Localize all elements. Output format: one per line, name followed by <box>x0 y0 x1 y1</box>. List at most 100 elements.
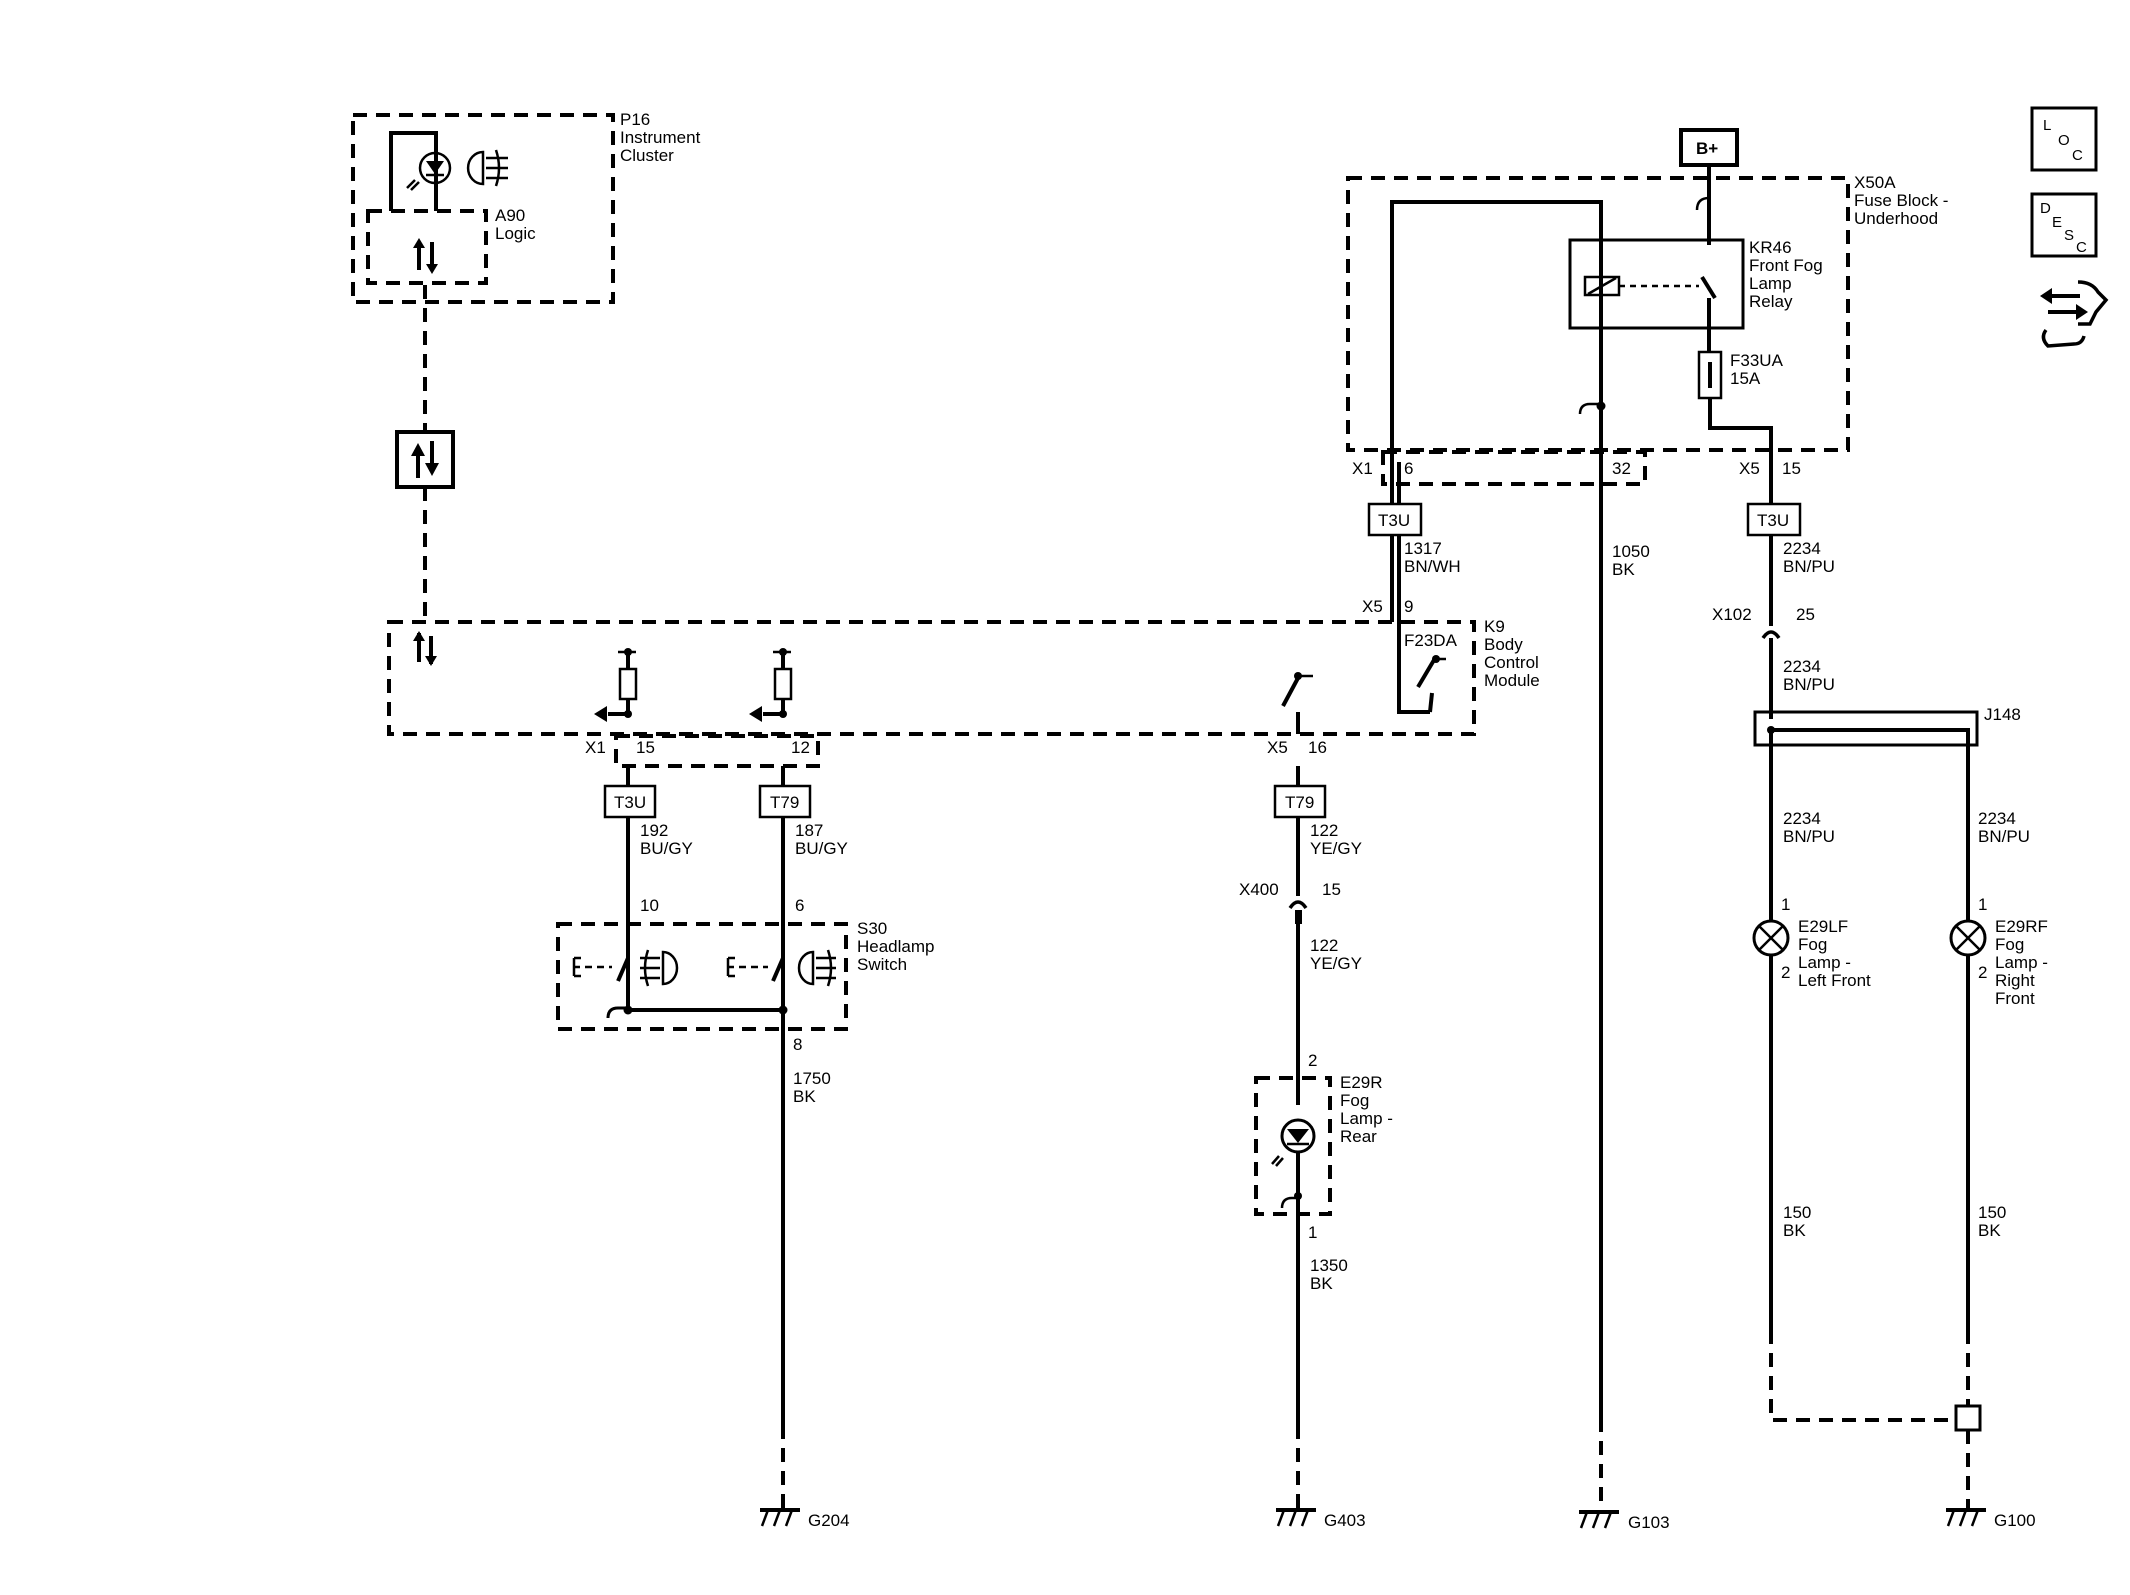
diagnostic-connector-icon[interactable] <box>2040 280 2109 348</box>
e29rf-label-2: Fog <box>1995 935 2024 954</box>
headlamp-switch-front-fog <box>572 949 679 987</box>
ground-g403: G403 <box>1276 1508 1366 1530</box>
f33ua-label-2: 15A <box>1730 369 1761 388</box>
pin-s30-8: 8 <box>793 1035 802 1054</box>
a90-label-1: A90 <box>495 206 525 225</box>
s30-label-2: Headlamp <box>857 937 935 956</box>
w150b-color: BK <box>1978 1221 2001 1240</box>
pin-fuse-32: 32 <box>1612 459 1631 478</box>
t3u-bcm-label: T3U <box>614 793 646 812</box>
w1317-color: BN/WH <box>1404 557 1461 576</box>
pin-e29rf-1: 1 <box>1978 895 1987 914</box>
pin-bcm-x5-16: 16 <box>1308 738 1327 757</box>
desc-icon-s: S <box>2064 227 2074 244</box>
e29r-label-4: Rear <box>1340 1127 1377 1146</box>
kr46-label-1: KR46 <box>1749 238 1792 257</box>
p16-label-3: Cluster <box>620 146 674 165</box>
w1750-number: 1750 <box>793 1069 831 1088</box>
desc-icon-d: D <box>2040 200 2051 217</box>
k9-body-control-module: K9 Body Control Module F23DA <box>387 462 1540 736</box>
x5-bcm-bottom-connector: X5 <box>1267 738 1288 757</box>
x1-fuse-connector: X1 <box>1352 459 1373 478</box>
e29rf-label-5: Front <box>1995 989 2035 1008</box>
e29rf-label-1: E29RF <box>1995 917 2048 936</box>
kr46-label-3: Lamp <box>1749 274 1792 293</box>
g100-label: G100 <box>1994 1511 2036 1530</box>
circuit-192-187: T3U 192 BU/GY T79 187 BU/GY 10 6 S30 Hea… <box>556 766 935 1508</box>
k9-label-4: Module <box>1484 671 1540 690</box>
e29lf-label-2: Fog <box>1798 935 1827 954</box>
circuit-1317: T3U 1317 BN/WH X5 9 <box>1362 484 1461 622</box>
desc-icon-e: E <box>2052 214 2062 231</box>
circuit-122: T79 122 YE/GY X400 15 122 YE/GY 2 E29R F… <box>1239 766 1393 1508</box>
pin-e29r-2: 2 <box>1308 1051 1317 1070</box>
bcm-driver-12 <box>749 648 793 722</box>
pin-fuse-x1-6: 6 <box>1404 459 1413 478</box>
s30-label-3: Switch <box>857 955 907 974</box>
circuit-1050: 1050 BK <box>1599 542 1650 1508</box>
e29lf-label-4: Left Front <box>1798 971 1871 990</box>
pin-e29lf-2: 2 <box>1781 963 1790 982</box>
x5-fuse-connector: X5 <box>1739 459 1760 478</box>
w122b-number: 122 <box>1310 936 1338 955</box>
w2234d-number: 2234 <box>1978 809 2016 828</box>
w2234d-color: BN/PU <box>1978 827 2030 846</box>
loc-icon-l: L <box>2043 117 2051 134</box>
w122a-color: YE/GY <box>1310 839 1362 858</box>
t79-bcm-b-label: T79 <box>1285 793 1314 812</box>
desc-button[interactable]: D E S C <box>2030 192 2098 258</box>
a90-logic-arrows-icon <box>413 238 438 274</box>
pin-bcm-x1-12: 12 <box>791 738 810 757</box>
k9-label-1: K9 <box>1484 617 1505 636</box>
w1350-color: BK <box>1310 1274 1333 1293</box>
x102-connector: X102 <box>1712 605 1752 624</box>
loc-button[interactable]: L O C <box>2030 106 2098 172</box>
pin-e29lf-1: 1 <box>1781 895 1790 914</box>
e29r-label-1: E29R <box>1340 1073 1383 1092</box>
w1350-number: 1350 <box>1310 1256 1348 1275</box>
desc-icon-c: C <box>2076 239 2087 256</box>
e29r-label-2: Fog <box>1340 1091 1369 1110</box>
w122b-color: YE/GY <box>1310 954 1362 973</box>
k9-label-3: Control <box>1484 653 1539 672</box>
pin-x400-15: 15 <box>1322 880 1341 899</box>
pin-bcm-x1-15: 15 <box>636 738 655 757</box>
x50a-label-3: Underhood <box>1854 209 1938 228</box>
j148-label: J148 <box>1984 705 2021 724</box>
w150a-color: BK <box>1783 1221 1806 1240</box>
bcm-driver-15 <box>594 648 638 722</box>
loc-icon-o: O <box>2058 132 2070 149</box>
a90-label-2: Logic <box>495 224 536 243</box>
p16-label-2: Instrument <box>620 128 701 147</box>
e29rf-label-4: Right <box>1995 971 2035 990</box>
battery-label: B+ <box>1696 139 1718 158</box>
pin-x102-25: 25 <box>1796 605 1815 624</box>
w2234a-number: 2234 <box>1783 539 1821 558</box>
pin-s30-6: 6 <box>795 896 804 915</box>
w1050-number: 1050 <box>1612 542 1650 561</box>
f33ua-label-1: F33UA <box>1730 351 1784 370</box>
loc-icon-c: C <box>2072 147 2083 164</box>
headlamp-switch-rear-fog <box>726 949 836 987</box>
x50a-label-2: Fuse Block - <box>1854 191 1948 210</box>
circuit-2234: T3U 2234 BN/PU X102 25 2234 BN/PU J148 2… <box>1712 484 2048 1508</box>
w2234c-color: BN/PU <box>1783 827 1835 846</box>
w192-color: BU/GY <box>640 839 693 858</box>
pin-e29r-1: 1 <box>1308 1223 1317 1242</box>
e29lf-label-1: E29LF <box>1798 917 1848 936</box>
e29lf-label-3: Lamp - <box>1798 953 1851 972</box>
x50a-label-1: X50A <box>1854 173 1896 192</box>
w2234a-color: BN/PU <box>1783 557 1835 576</box>
pin-s30-10: 10 <box>640 896 659 915</box>
pin-fuse-x5-15: 15 <box>1782 459 1801 478</box>
w1317-number: 1317 <box>1404 539 1442 558</box>
ground-g204: G204 <box>760 1508 850 1530</box>
x5-bcm-top-connector: X5 <box>1362 597 1383 616</box>
s30-label-1: S30 <box>857 919 887 938</box>
k9-label-2: Body <box>1484 635 1523 654</box>
e29rf-label-3: Lamp - <box>1995 953 2048 972</box>
x400-connector: X400 <box>1239 880 1279 899</box>
kr46-label-4: Relay <box>1749 292 1793 311</box>
w2234c-number: 2234 <box>1783 809 1821 828</box>
